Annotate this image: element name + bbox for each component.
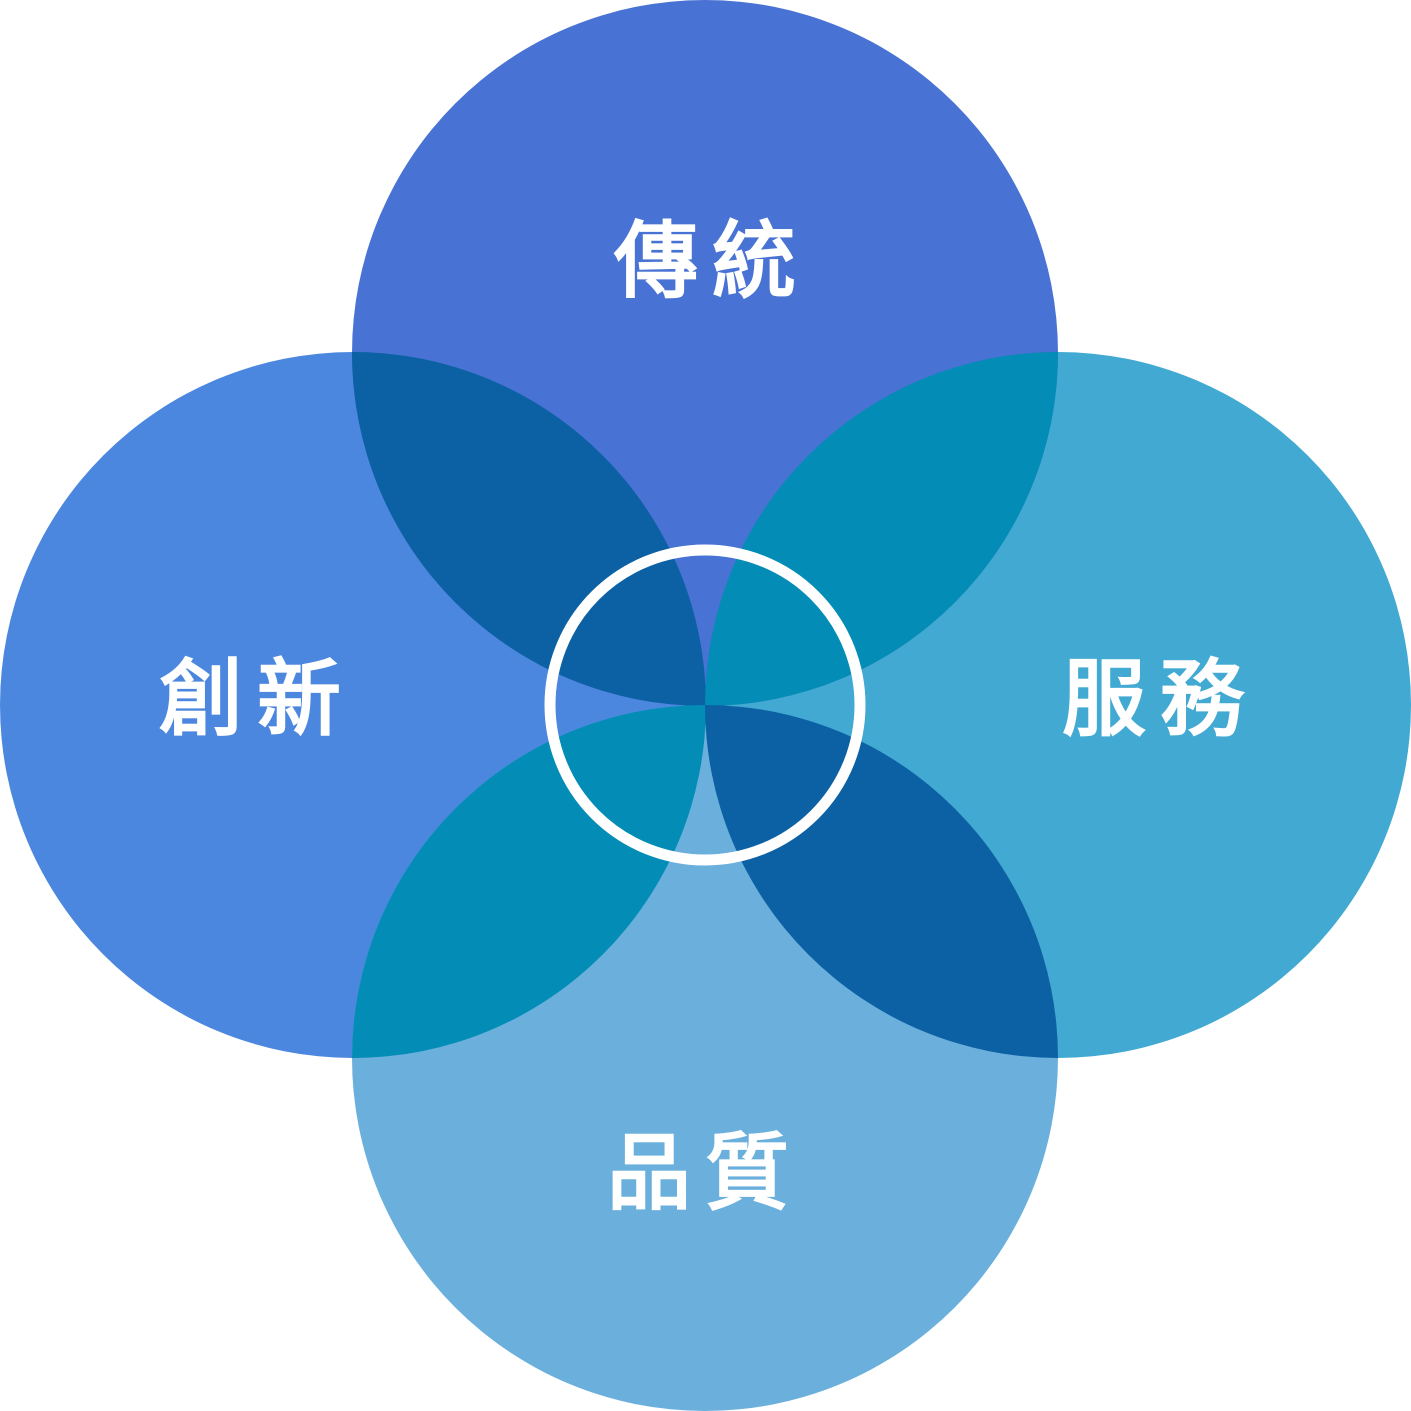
label-innovation: 創新 bbox=[159, 650, 355, 748]
label-quality: 品質 bbox=[607, 1124, 803, 1222]
overlap-tradition-service bbox=[705, 352, 1058, 706]
overlap-quality-innovation bbox=[352, 705, 706, 1058]
center-ring bbox=[544, 544, 866, 866]
label-tradition: 傳統 bbox=[613, 212, 810, 310]
overlap-quality-service bbox=[705, 705, 1058, 1058]
label-service: 服務 bbox=[1062, 650, 1258, 748]
